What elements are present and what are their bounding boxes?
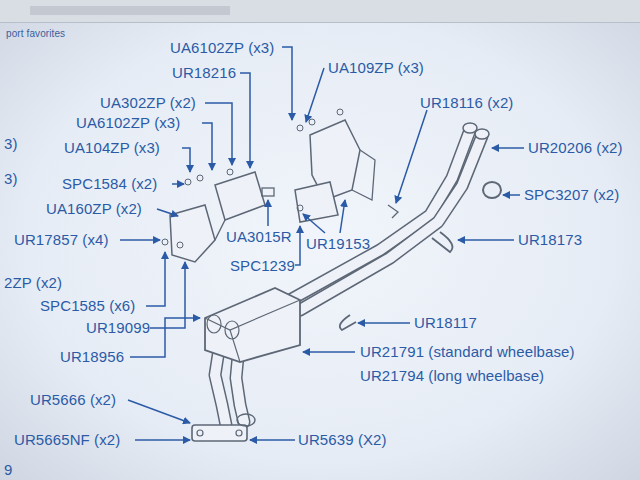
part-number: 3) (4, 171, 18, 187)
browser-text: port favorites (6, 28, 65, 40)
part-number: UR21794 (long wheelbase) (360, 368, 544, 384)
part-number: UA302ZP (x2) (100, 95, 196, 111)
part-number: UA109ZP (x3) (328, 60, 424, 76)
part-number: SPC3207 (x2) (524, 187, 619, 203)
part-number: UR20206 (x2) (528, 140, 623, 156)
part-number: UA6102ZP (x3) (76, 115, 180, 131)
part-number: UR18173 (518, 232, 582, 248)
part-number: UR18216 (172, 65, 236, 81)
part-number: 9 (4, 462, 12, 478)
part-number: UA104ZP (x3) (64, 140, 160, 156)
part-number: UR19099 (86, 320, 150, 336)
part-number: UR5639 (X2) (298, 432, 387, 448)
part-number: UA160ZP (x2) (46, 201, 142, 217)
part-number: UR18956 (60, 349, 124, 365)
part-number: UR21791 (standard wheelbase) (360, 344, 575, 360)
part-number: 2ZP (x2) (4, 275, 62, 291)
part-number: 3) (4, 136, 18, 152)
part-number: UR17857 (x4) (14, 232, 109, 248)
part-number: SPC1239 (230, 258, 295, 274)
part-number: UA6102ZP (x3) (170, 40, 274, 56)
part-number: SPC1584 (x2) (62, 176, 157, 192)
part-number: UR18117 (414, 315, 477, 331)
part-number: UA3015R (226, 229, 292, 245)
part-number: UR5665NF (x2) (14, 432, 120, 448)
part-number: SPC1585 (x6) (40, 298, 135, 314)
part-number: UR19153 (306, 236, 370, 252)
part-number: UR18116 (x2) (420, 95, 513, 111)
part-number: UR5666 (x2) (30, 392, 116, 408)
